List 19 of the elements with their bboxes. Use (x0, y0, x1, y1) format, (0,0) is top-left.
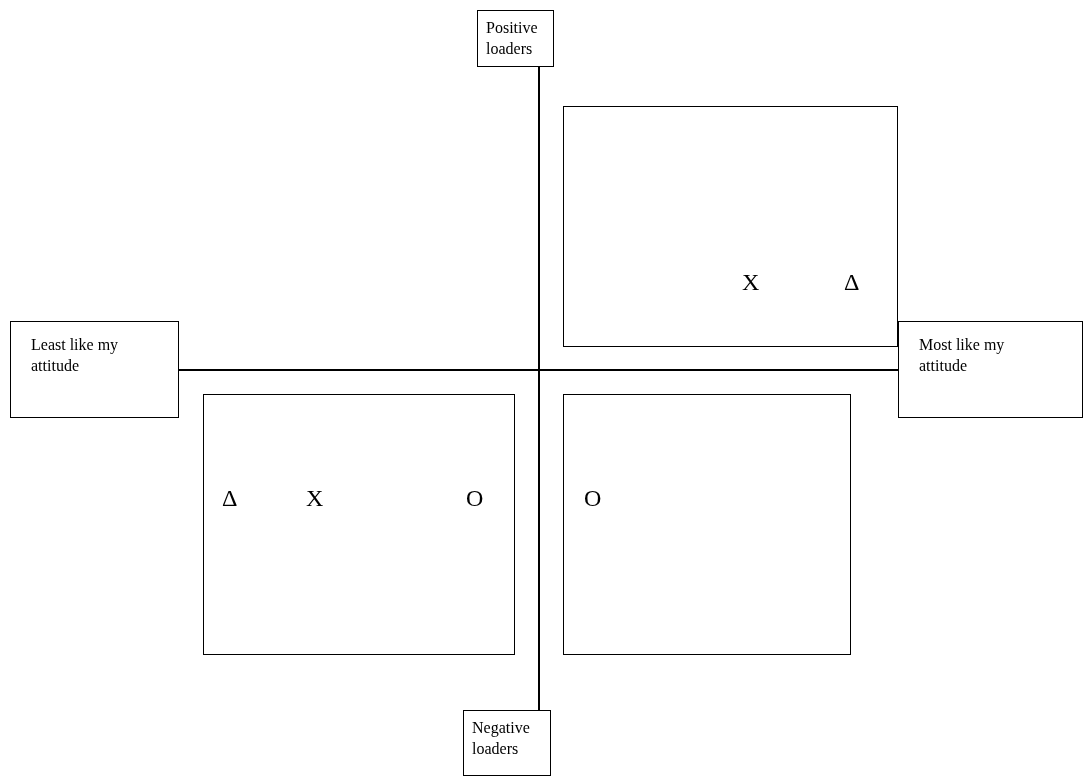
marker-symbol: Δ (844, 269, 860, 295)
axis-label-box (898, 321, 1083, 418)
axis-label-box (463, 710, 551, 776)
axis-label: Least like my attitude (31, 335, 120, 376)
axis-label-box (477, 10, 554, 67)
axis-label: Positive loaders (486, 18, 539, 59)
axis-line (538, 66, 540, 711)
marker-symbol: O (466, 485, 484, 511)
axis-label: Most like my attitude (919, 335, 1006, 376)
quadrant-box (563, 394, 851, 655)
quadrant-box (563, 106, 898, 347)
axis-line (178, 369, 899, 371)
quadrant-box (203, 394, 515, 655)
marker-symbol: X (306, 485, 324, 511)
marker-symbol: Δ (222, 485, 238, 511)
marker-symbol: X (742, 269, 760, 295)
axis-label-box (10, 321, 179, 418)
marker-symbol: O (584, 485, 602, 511)
axis-label: Negative loaders (472, 718, 531, 759)
